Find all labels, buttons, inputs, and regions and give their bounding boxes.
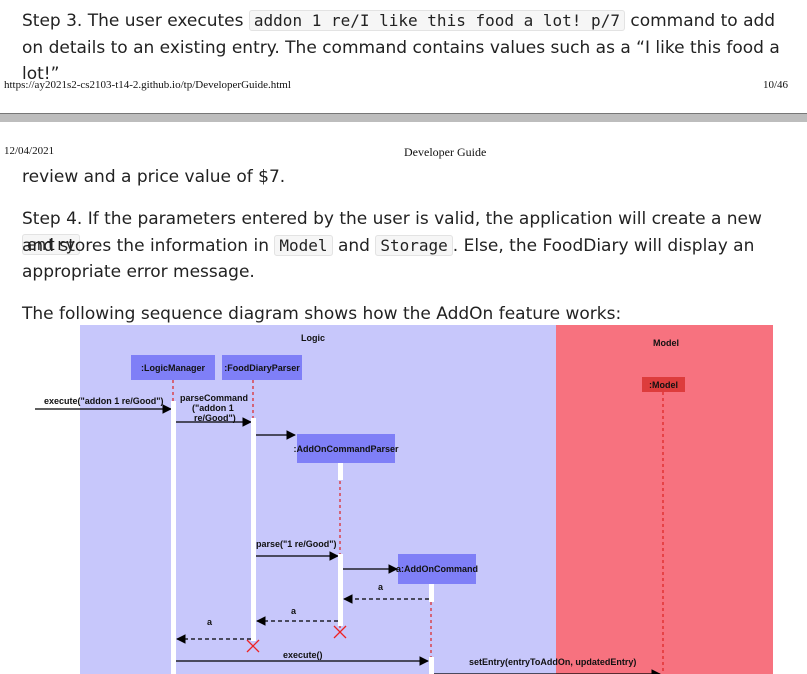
page-separator: [0, 114, 807, 122]
step3-prefix: Step 3. The user executes: [22, 11, 249, 31]
label-parse-command-2: ("addon 1: [192, 403, 234, 413]
participant-addon-command: a:AddOnCommand: [396, 554, 478, 584]
participant-food-diary-parser: :FoodDiaryParser: [222, 355, 302, 380]
label-parse-command-3: re/Good"): [194, 413, 236, 423]
participant-addon-command-parser: :AddOnCommandParser: [293, 434, 399, 463]
activation-addon-parser: [338, 554, 343, 626]
entry-code: entry: [22, 234, 81, 255]
step4-line2: and stores the information in Model and …: [22, 233, 754, 259]
model-lane-title: Model: [653, 338, 679, 348]
activation-parser: [251, 418, 256, 641]
destroy-parser-icon: [246, 639, 260, 653]
step4-text-3: and: [332, 236, 376, 256]
header-date: 12/04/2021: [4, 145, 55, 157]
sequence-diagram: Logic Model: [35, 325, 773, 674]
addon-command-code: addon 1 re/I like this food a lot! p/7: [248, 10, 625, 31]
label-parse: parse("1 re/Good"): [256, 539, 337, 549]
step4-text-1: Step 4. If the parameters entered by the…: [22, 209, 762, 229]
activation-logic-manager: [171, 401, 176, 674]
logic-lane-title: Logic: [301, 333, 325, 343]
page-separator-line: [0, 113, 807, 114]
participant-logic-manager: :LogicManager: [131, 355, 215, 380]
activation-addon-command-exec: [429, 657, 434, 674]
label-return-a-3: a: [207, 617, 213, 627]
participant-model: :Model: [642, 377, 685, 392]
diagram-intro: The following sequence diagram shows how…: [22, 304, 622, 324]
step3-line2: on details to an existing entry. The com…: [22, 38, 780, 84]
step4-text-4: . Else, the FoodDiary will display an: [452, 236, 755, 256]
activation-addon-command: [429, 584, 434, 602]
footer-page-number: 10/46: [762, 79, 788, 91]
step4-line3: appropriate error message.: [22, 262, 255, 282]
label-set-entry: setEntry(entryToAddOn, updatedEntry): [469, 657, 637, 667]
label-return-a-1: a: [378, 582, 384, 592]
step4-text-2: and stores the information in: [22, 236, 275, 256]
label-parse-command-1: parseCommand: [180, 393, 249, 403]
model-code: Model: [274, 235, 333, 256]
activation-addon-parser-init: [338, 462, 343, 480]
step3-line1: Step 3. The user executes addon 1 re/I l…: [22, 8, 775, 34]
step4-line1: Step 4. If the parameters entered by the…: [22, 206, 807, 258]
step3-suffix: command to add: [624, 11, 776, 31]
label-return-a-2: a: [291, 606, 297, 616]
footer-url: https://ay2021s2-cs2103-t14-2.github.io/…: [4, 79, 291, 91]
destroy-addon-parser-icon: [333, 625, 347, 639]
review-line: review and a price value of $7.: [22, 167, 286, 187]
label-execute-in: execute("addon 1 re/Good"): [44, 396, 164, 406]
logic-lane: [80, 325, 556, 674]
label-execute: execute(): [283, 650, 323, 660]
storage-code: Storage: [375, 235, 453, 256]
header-title: Developer Guide: [404, 145, 487, 159]
